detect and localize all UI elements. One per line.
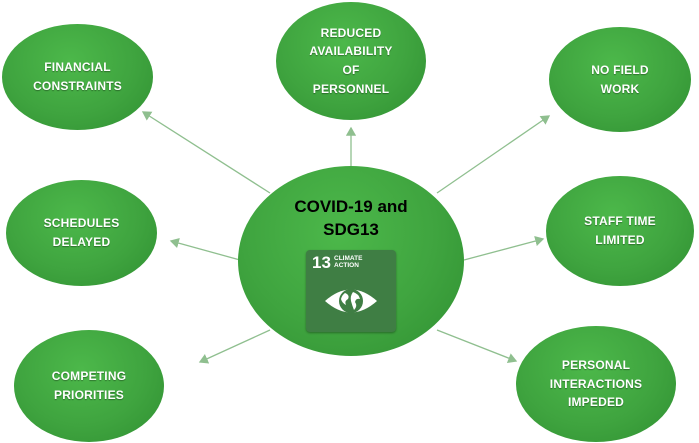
- node-reduced-availability-of-personnel: REDUCED AVAILABILITY OF PERSONNEL: [276, 2, 426, 120]
- arrow-to-financial-constraints: [141, 111, 271, 194]
- eye-earth-icon: [325, 289, 377, 313]
- arrow-to-no-field-work: [436, 115, 551, 194]
- node-label: STAFF TIME LIMITED: [584, 214, 656, 247]
- arrow-to-competing-priorities: [198, 329, 271, 364]
- node-financial-constraints: FINANCIAL CONSTRAINTS: [2, 24, 153, 130]
- node-competing-priorities: COMPETING PRIORITIES: [14, 330, 164, 442]
- node-label: FINANCIAL CONSTRAINTS: [33, 60, 122, 93]
- arrow-to-staff-time-limited: [463, 235, 545, 261]
- node-schedules-delayed: SCHEDULES DELAYED: [6, 180, 157, 286]
- arrow-to-schedules-delayed: [169, 238, 241, 261]
- badge-number: 13: [312, 253, 331, 272]
- node-personal-interactions-impeded: PERSONAL INTERACTIONS IMPEDED: [516, 326, 676, 442]
- sdg13-badge: 13 CLIMATE ACTION: [306, 250, 396, 332]
- node-label: SCHEDULES DELAYED: [43, 216, 120, 249]
- node-label: NO FIELD WORK: [591, 62, 649, 96]
- node-label: COMPETING PRIORITIES: [51, 369, 127, 402]
- node-staff-time-limited: STAFF TIME LIMITED: [546, 176, 694, 286]
- node-label: PERSONAL INTERACTIONS IMPEDED: [549, 358, 643, 410]
- badge-label: CLIMATE ACTION: [334, 255, 363, 270]
- center-title: COVID-19 and SDG13: [294, 197, 408, 239]
- arrow-to-personal-interactions-impeded: [436, 329, 518, 363]
- node-label: REDUCED AVAILABILITY OF PERSONNEL: [309, 25, 393, 96]
- node-no-field-work: NO FIELD WORK: [549, 27, 691, 132]
